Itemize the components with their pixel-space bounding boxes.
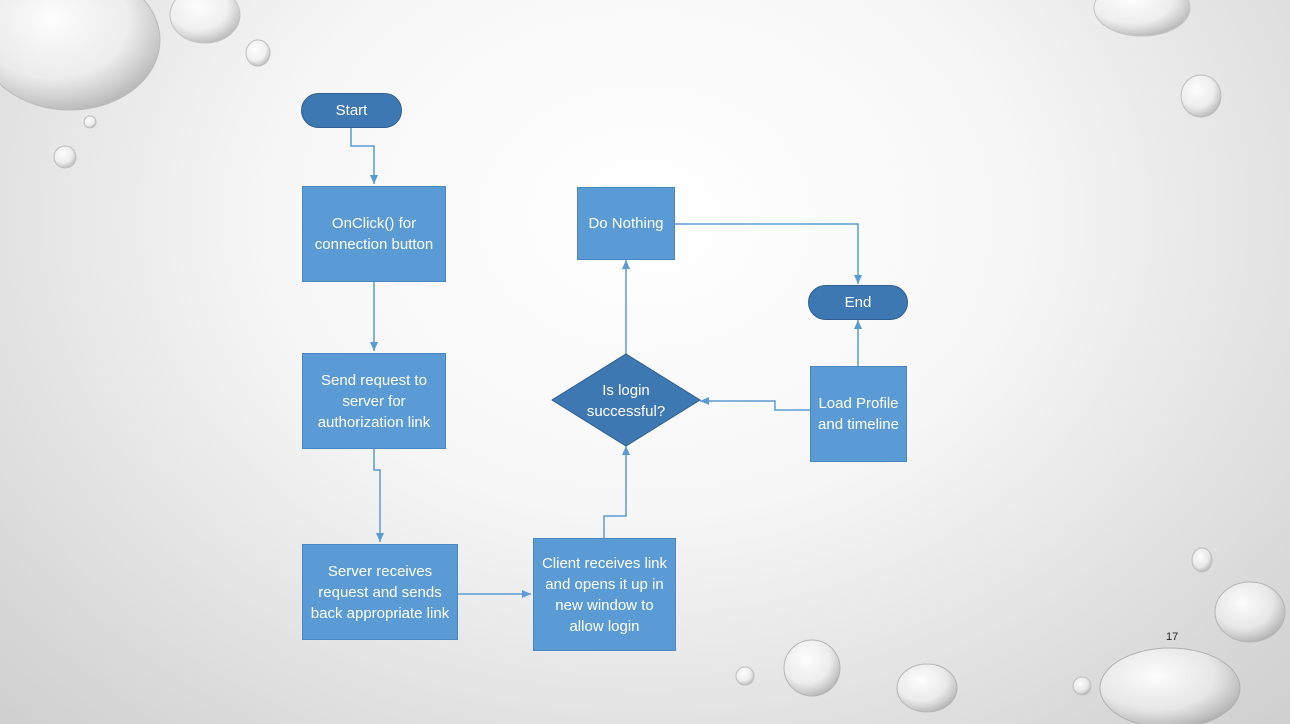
end-label: End bbox=[844, 294, 872, 311]
slide-number: 17 bbox=[1166, 631, 1179, 643]
arrow-client-to-decision bbox=[603, 446, 630, 538]
arrow-send-to-server bbox=[373, 448, 384, 542]
do-nothing-label: Do Nothing bbox=[588, 215, 664, 232]
onclick-label: OnClick() for connection button bbox=[314, 215, 434, 253]
client-receives-process-box: Client receives link and opens it up in … bbox=[533, 538, 676, 651]
decision-label: Is login successful? bbox=[586, 382, 666, 420]
end-terminator: End bbox=[808, 285, 908, 320]
decision-diamond bbox=[551, 353, 701, 447]
send-request-process-box: Send request to server for authorization… bbox=[302, 353, 446, 449]
load-profile-process-box: Load Profile and timeline bbox=[810, 366, 907, 462]
server-receives-process-box: Server receives request and sends back a… bbox=[302, 544, 458, 640]
load-profile-label: Load Profile and timeline bbox=[818, 395, 899, 433]
arrow-donothing-to-end bbox=[675, 223, 862, 284]
send-request-label: Send request to server for authorization… bbox=[317, 371, 431, 431]
onclick-process-box: OnClick() for connection button bbox=[302, 186, 446, 282]
client-receives-label: Client receives link and opens it up in … bbox=[541, 554, 668, 635]
arrow-start-to-onclick bbox=[350, 128, 378, 184]
server-receives-label: Server receives request and sends back a… bbox=[310, 562, 450, 622]
start-terminator: Start bbox=[301, 93, 402, 128]
do-nothing-process-box: Do Nothing bbox=[577, 187, 675, 260]
start-label: Start bbox=[335, 102, 368, 119]
arrow-load-to-decision bbox=[700, 397, 810, 411]
